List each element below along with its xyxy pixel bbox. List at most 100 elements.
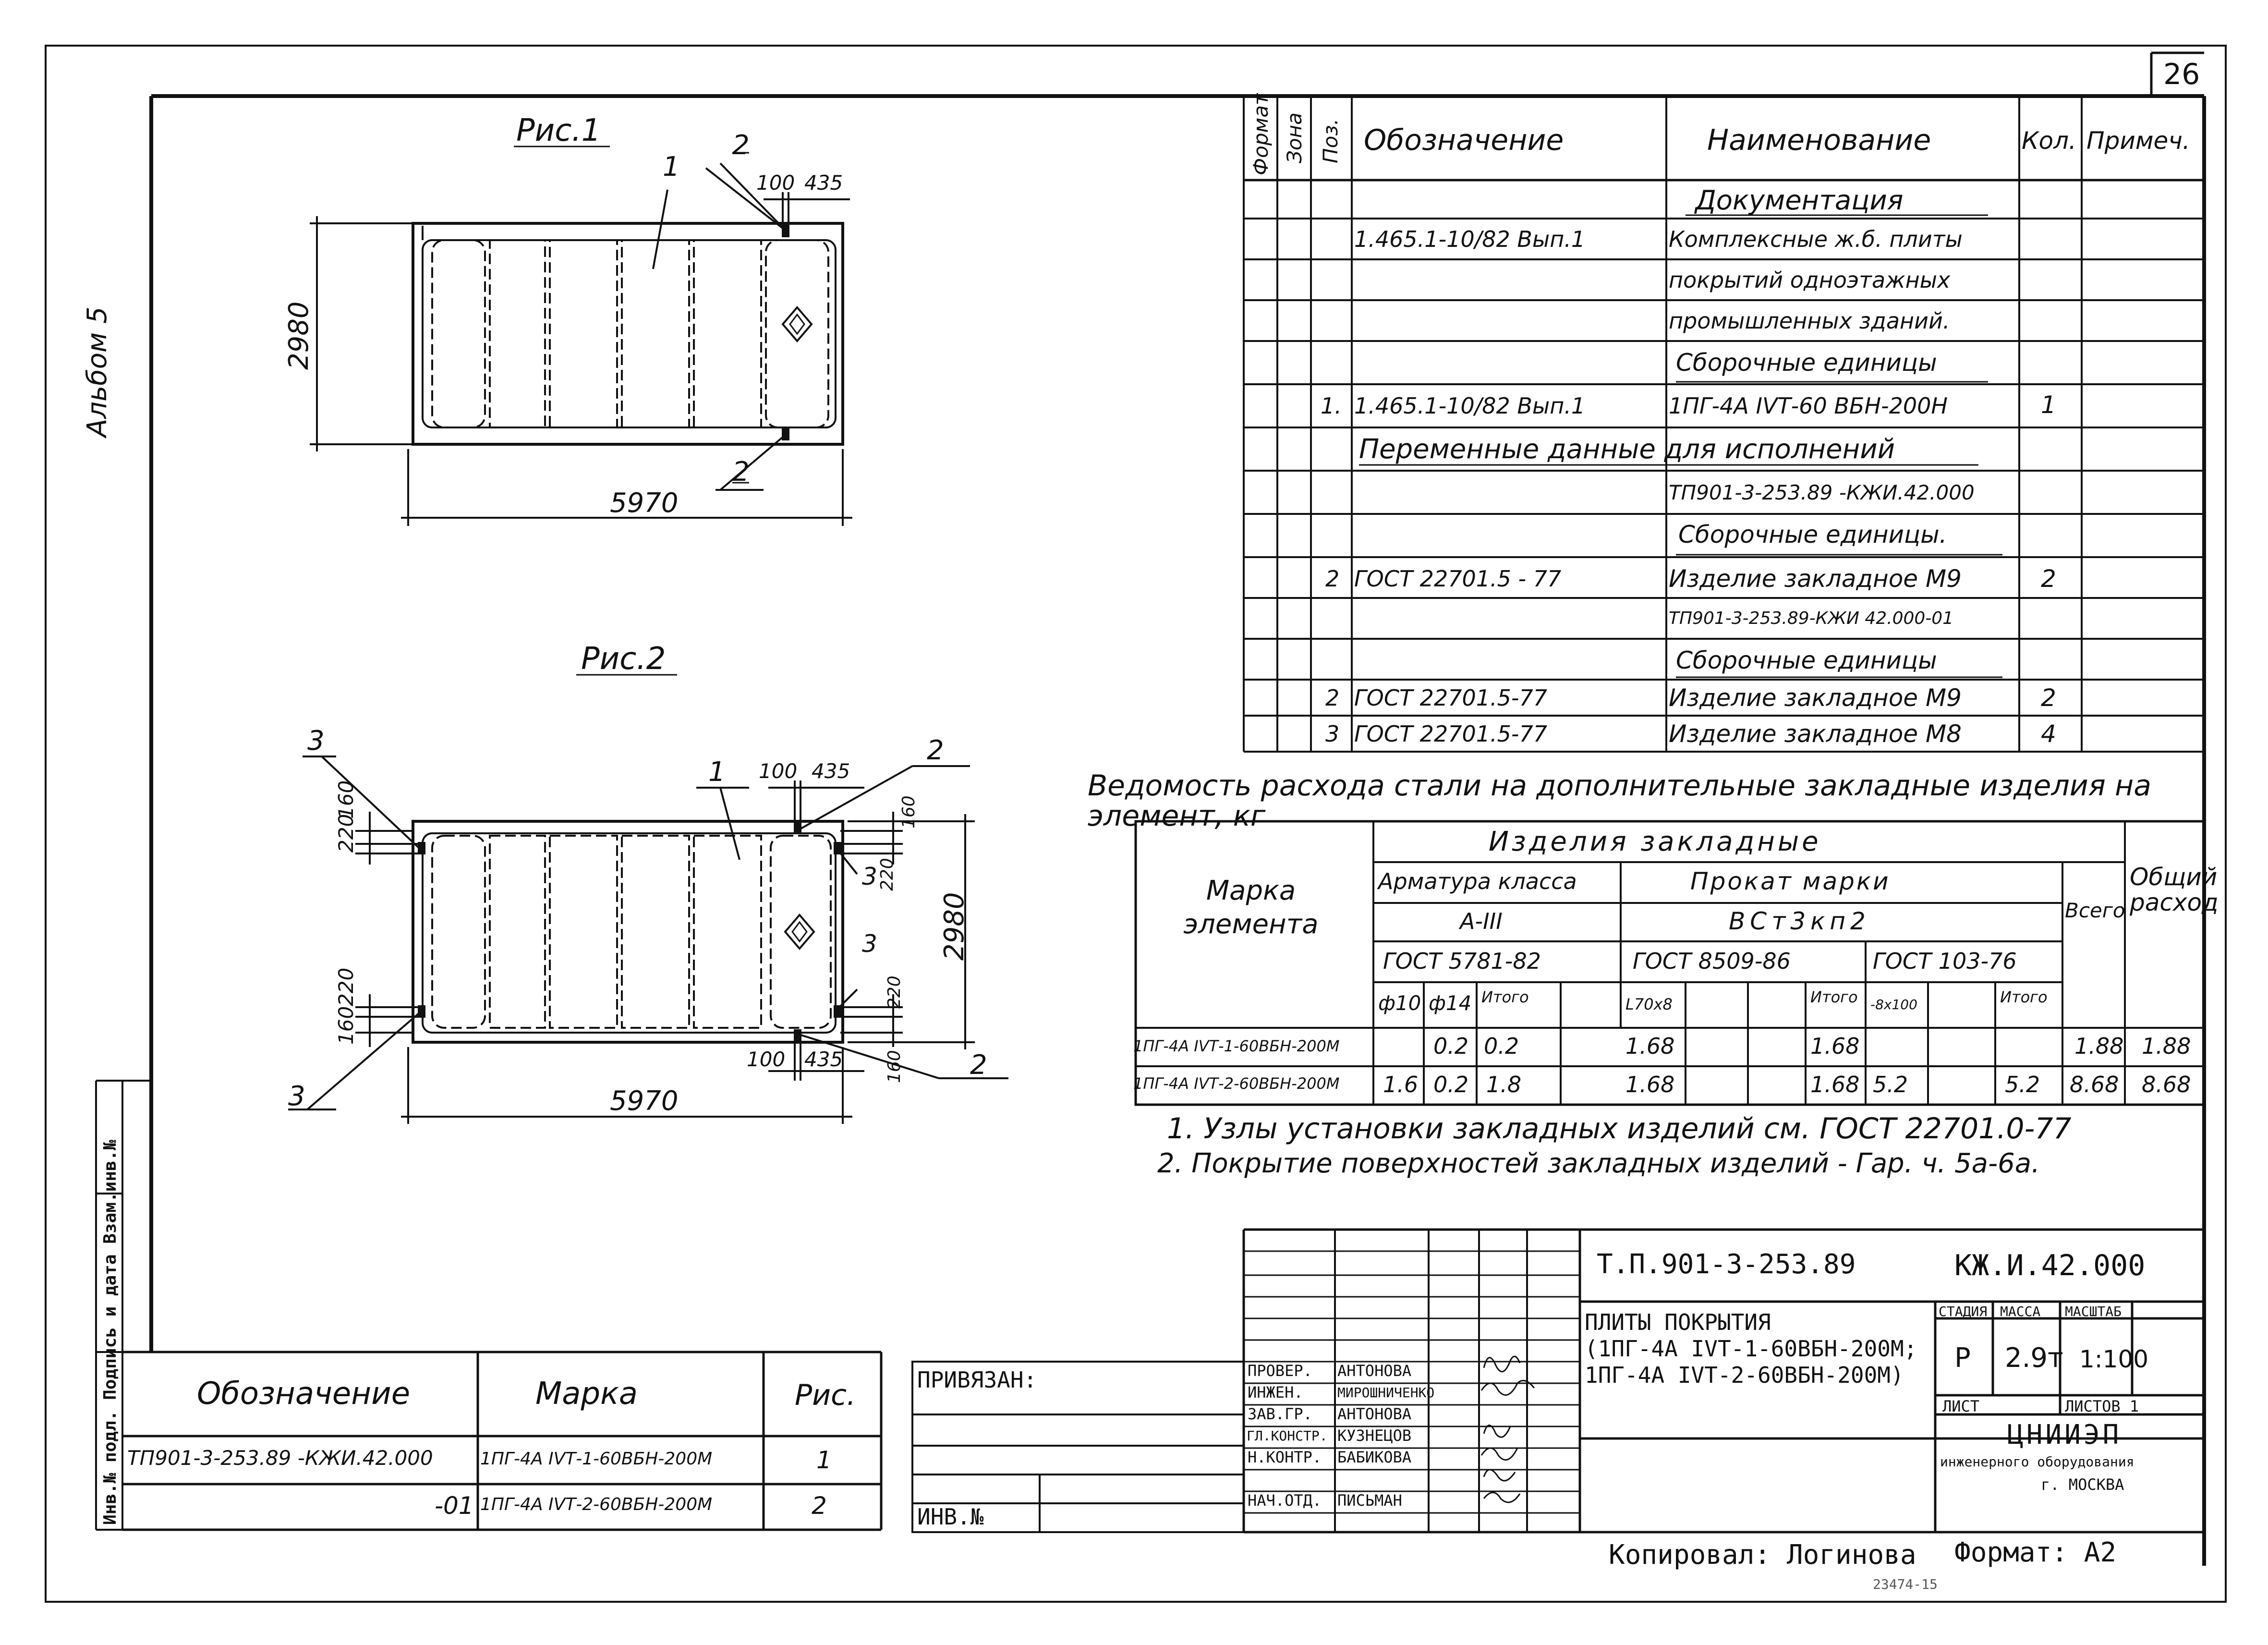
side-stamp-lines bbox=[96, 1081, 151, 1530]
copied-by: Копировал: Логинова bbox=[1609, 1539, 1916, 1571]
note-1: 1. Узлы установки закладных изделий см. … bbox=[1167, 1112, 2072, 1145]
spec-row-5-name: 1ПГ-4А IVТ-60 ВБН-200Н bbox=[1669, 393, 1948, 419]
spec-row-0-name: Документация bbox=[1695, 185, 1904, 216]
fig1-dim-width: 5970 bbox=[610, 487, 679, 519]
org-city: г. МОСКВА bbox=[2041, 1475, 2124, 1494]
privyazan-label: ПРИВЯЗАН: bbox=[917, 1367, 1037, 1393]
fig2-callout-3-tl: 3 bbox=[307, 725, 325, 756]
marks-header-fig: Рис. bbox=[795, 1378, 856, 1412]
steel-row-1-total: 8.68 bbox=[2070, 1072, 2119, 1097]
staff-name-0: АНТОНОВА bbox=[1337, 1362, 1412, 1380]
steel-armatura-class: А-III bbox=[1460, 908, 1503, 934]
spec-row-10-name: ТП901-3-253.89-КЖИ 42.000-01 bbox=[1669, 609, 1954, 628]
project-code: Т.П.901-3-253.89 bbox=[1597, 1249, 1856, 1280]
fig2-callout-3-bl: 3 bbox=[288, 1081, 305, 1112]
steel-prokat-gost1: ГОСТ 8509-86 bbox=[1633, 948, 1791, 974]
masshtab-label: МАСШТАБ bbox=[2065, 1304, 2122, 1319]
spec-row-5-qty: 1 bbox=[2041, 391, 2056, 419]
marks-table-lines bbox=[122, 1352, 881, 1530]
fig2-dim-435-bottom: 435 bbox=[804, 1048, 843, 1071]
fig1-dim-435: 435 bbox=[804, 171, 843, 195]
spec-table-lines bbox=[1244, 96, 2204, 752]
spec-row-6-designation: Переменные данные для исполнений bbox=[1359, 434, 1895, 465]
signatures bbox=[1481, 1356, 1534, 1502]
privyazan-lines bbox=[912, 1362, 1244, 1532]
spec-row-5-designation: 1.465.1-10/82 Вып.1 bbox=[1354, 393, 1586, 419]
fig2-dim-435-top: 435 bbox=[812, 759, 850, 783]
steel-row-1-itogo1: 1.8 bbox=[1486, 1072, 1522, 1097]
spec-row-4-name: Сборочные единицы bbox=[1676, 349, 1937, 377]
spec-header-note: Примеч. bbox=[2086, 127, 2190, 155]
title-line-3: 1ПГ-4А IVТ-2-60ВБН-200М) bbox=[1585, 1362, 1904, 1388]
staff-role-1: ИНЖЕН. bbox=[1248, 1383, 1303, 1401]
staff-name-4: БАБИКОВА bbox=[1337, 1448, 1412, 1466]
steel-row-1-f14: 0.2 bbox=[1433, 1072, 1469, 1097]
massa-label: МАССА bbox=[2000, 1304, 2041, 1319]
marks-row-1-designation: -01 bbox=[435, 1492, 474, 1520]
spec-row-3-name: промышленных зданий. bbox=[1669, 308, 1950, 334]
spec-row-13-pos: 3 bbox=[1325, 721, 1340, 747]
fig1-dim-100: 100 bbox=[756, 171, 795, 195]
marks-header-mark: Марка bbox=[535, 1376, 638, 1412]
side-stamp-text: Инв.№ подл. Подпись и дата Взам.инв.№ bbox=[100, 1140, 120, 1525]
steel-armatura-gost: ГОСТ 5781-82 bbox=[1383, 948, 1541, 974]
staff-name-2: АНТОНОВА bbox=[1337, 1405, 1412, 1423]
spec-header-pos: Поз. bbox=[1319, 119, 1342, 163]
staff-name-1: МИРОШНИЧЕНКО bbox=[1337, 1385, 1435, 1401]
marks-row-1-fig: 2 bbox=[812, 1492, 827, 1520]
fig2-callout-3-tr: 3 bbox=[862, 863, 877, 890]
doc-code: КЖ.И.42.000 bbox=[1954, 1249, 2146, 1282]
spec-row-9-designation: ГОСТ 22701.5 - 77 bbox=[1354, 566, 1562, 592]
fig1-title: Рис.1 bbox=[516, 113, 601, 148]
spec-header-qty: Кол. bbox=[2022, 127, 2076, 155]
spec-header-zone: Зона bbox=[1283, 112, 1306, 163]
fig1-callout-2-top: 2 bbox=[732, 130, 750, 161]
fig2-lines bbox=[288, 675, 1008, 1124]
fig1-lines bbox=[310, 146, 852, 526]
spec-row-12-qty: 2 bbox=[2041, 684, 2056, 712]
staff-name-3: КУЗНЕЦОВ bbox=[1337, 1426, 1412, 1445]
staff-role-5: НАЧ.ОТД. bbox=[1248, 1491, 1322, 1510]
steel-row-1-mark: 1ПГ-4А IVТ-2-60ВБН-200М bbox=[1133, 1074, 1340, 1093]
staff-role-0: ПРОВЕР. bbox=[1248, 1362, 1312, 1380]
listov-label: ЛИСТОВ 1 bbox=[2065, 1397, 2139, 1415]
steel-subcol-itogo3: Итого bbox=[2000, 988, 2048, 1006]
steel-row-1-f10: 1.6 bbox=[1383, 1072, 1419, 1097]
fig2-dim-220-br: 220 bbox=[885, 975, 904, 1009]
staff-role-3: ГЛ.КОНСТР. bbox=[1247, 1428, 1328, 1444]
steel-table-title: Ведомость расхода стали на дополнительны… bbox=[1088, 769, 2151, 833]
fig2-title: Рис.2 bbox=[581, 641, 666, 677]
fig2-dim-width: 5970 bbox=[610, 1085, 679, 1117]
stadia-label: СТАДИЯ bbox=[1939, 1304, 1988, 1319]
fig2-dim-220-bl: 220 bbox=[334, 967, 358, 1006]
org-name: ЦНИИЭП bbox=[2007, 1419, 2122, 1450]
fig2-dim-160-tr: 160 bbox=[899, 795, 919, 829]
steel-table-lines bbox=[1136, 821, 2204, 1105]
steel-row-0-overall: 1.88 bbox=[2142, 1033, 2191, 1059]
steel-row-0-f14: 0.2 bbox=[1433, 1033, 1469, 1059]
steel-subcol-l70: L70х8 bbox=[1625, 995, 1673, 1013]
fig2-callout-3-br: 3 bbox=[862, 930, 877, 958]
fig2-callout-2-bottom: 2 bbox=[970, 1049, 987, 1081]
steel-prokat-mark: ВСт3кп2 bbox=[1729, 907, 1870, 935]
marks-row-0-designation: ТП901-3-253.89 -КЖИ.42.000 bbox=[127, 1446, 433, 1470]
massa-value: 2.9т bbox=[2005, 1342, 2063, 1374]
stadia-value: Р bbox=[1954, 1342, 1971, 1374]
masshtab-value: 1:100 bbox=[2079, 1345, 2149, 1373]
steel-total-header: Всего bbox=[2065, 899, 2125, 922]
spec-row-13-designation: ГОСТ 22701.5-77 bbox=[1354, 721, 1548, 747]
steel-group-header: Изделия закладные bbox=[1489, 826, 1821, 857]
spec-row-9-name: Изделие закладное М9 bbox=[1669, 565, 1962, 593]
marks-header-designation: Обозначение bbox=[197, 1376, 411, 1412]
note-2: 2. Покрытие поверхностей закладных издел… bbox=[1157, 1148, 2040, 1179]
list-label: ЛИСТ bbox=[1942, 1397, 1980, 1415]
spec-row-9-pos: 2 bbox=[1325, 566, 1340, 592]
steel-row-1-itogo2: 1.68 bbox=[1810, 1072, 1860, 1097]
spec-row-7-name: ТП901-3-253.89 -КЖИ.42.000 bbox=[1669, 481, 1975, 504]
steel-prokat: Прокат марки bbox=[1690, 867, 1891, 895]
spec-header-designation: Обозначение bbox=[1364, 123, 1564, 157]
org-subtitle: инженерного оборудования bbox=[1940, 1454, 2135, 1470]
spec-row-13-qty: 4 bbox=[2041, 720, 2056, 748]
